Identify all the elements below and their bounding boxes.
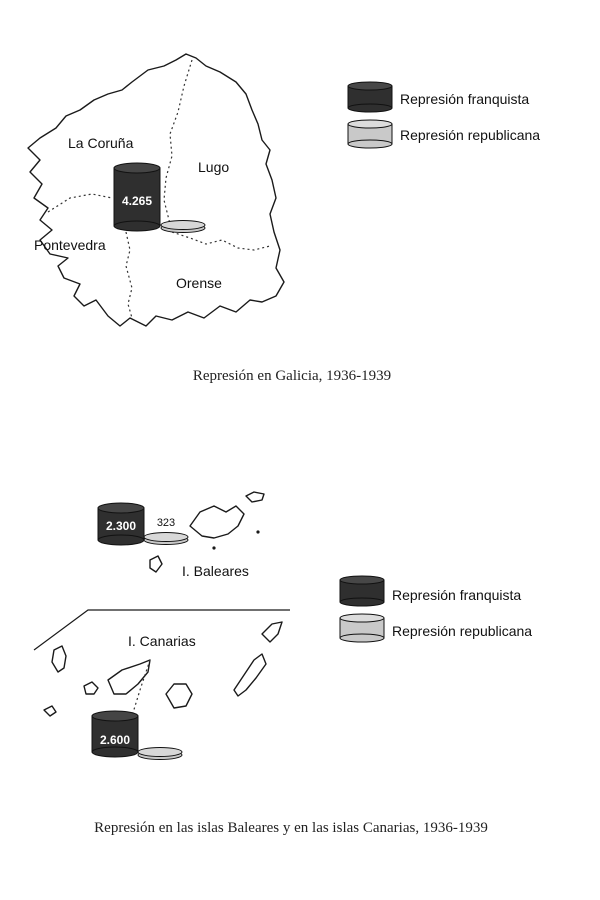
province-label-coruna: La Coruña [68,135,134,151]
border-lugo-orense [171,231,271,251]
province-label-pontevedra: Pontevedra [34,237,106,253]
canarias-franquista-value: 2.600 [100,733,130,747]
lanzarote-outline [261,621,283,643]
galicia-franquista-value: 4.265 [122,194,152,208]
gomera-outline [83,681,99,695]
legend-swatch-republicana-icon [347,119,393,149]
border-coruna-lugo [163,59,193,225]
la-palma-outline [51,645,67,673]
legend-swatch-franquista-icon [347,81,393,113]
baleares-franquista-cylinder: 2.300 [97,502,145,546]
legend-label-franquista: Represión franquista [400,91,529,107]
baleares-republicana-value: 323 [157,517,175,529]
islands-caption: Represión en las islas Baleares y en las… [94,820,488,836]
cabrera-islet [212,546,216,550]
galicia-republicana-disc [160,220,206,233]
islands-legend-label-republicana: Represión republicana [392,623,532,639]
galicia-coastline [27,53,285,327]
islands-map: I. Baleares 2.300 323 I. Canarias [33,491,290,760]
galicia-franquista-cylinder: 4.265 [113,162,161,232]
mallorca-outline [189,505,245,539]
menorca-outline [245,491,265,503]
dragonera-islet [256,530,260,534]
islands-legend-swatch-republicana-icon [339,613,385,643]
galicia-caption: Represión en Galicia, 1936-1939 [193,368,391,384]
baleares-label: I. Baleares [182,563,249,579]
baleares-franquista-value: 2.300 [106,519,136,533]
islands-legend: Represión franquista Represión republica… [339,575,532,643]
legend-label-republicana: Represión republicana [400,127,540,143]
galicia-legend: Represión franquista Represión republica… [347,81,540,149]
islands-legend-swatch-franquista-icon [339,575,385,607]
ibiza-outline [149,555,163,573]
baleares-republicana-disc [143,532,189,545]
canarias-republicana-disc [137,747,183,760]
canarias-franquista-cylinder: 2.600 [91,710,139,758]
province-label-orense: Orense [176,275,222,291]
islands-legend-label-franquista: Represión franquista [392,587,521,603]
fuerteventura-outline [233,653,267,697]
hierro-outline [43,705,57,717]
galicia-map: La Coruña Lugo Pontevedra Orense 4.265 [27,53,285,327]
border-pontevedra-orense [125,231,133,319]
tenerife-outline [107,659,151,695]
inset-frame-line [33,609,290,651]
province-label-lugo: Lugo [198,159,229,175]
border-pontevedra-coruna [47,193,113,213]
gran-canaria-outline [165,683,193,709]
canarias-leader-line [131,659,151,717]
canarias-label: I. Canarias [128,633,196,649]
